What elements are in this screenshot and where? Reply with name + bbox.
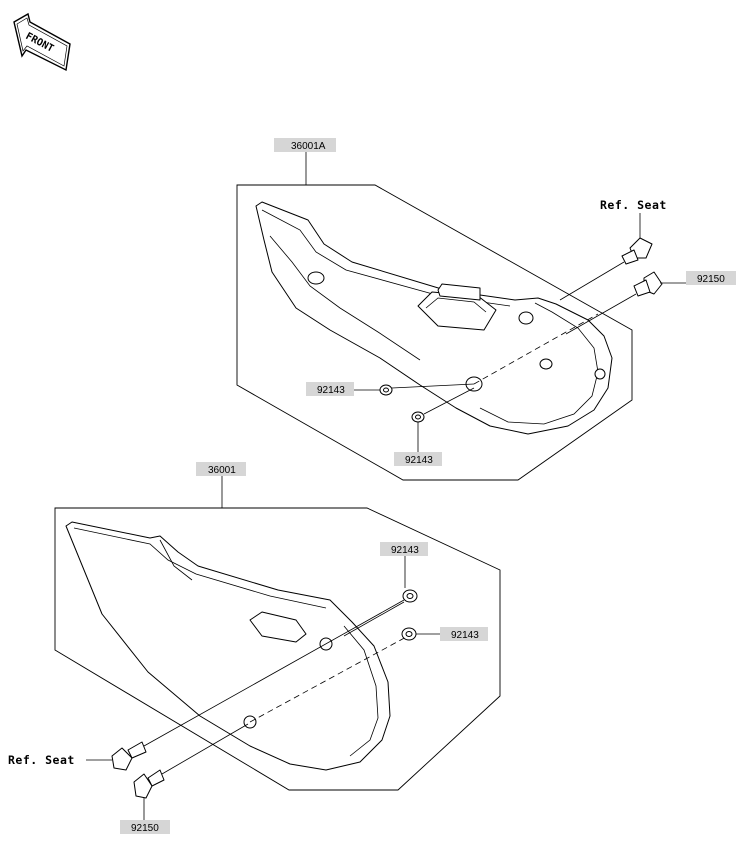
lower-ref-seat-bolt — [86, 599, 405, 771]
lower-ref-seat-label: Ref. Seat — [8, 753, 75, 767]
upper-assembly: 36001A Ref. Seat — [236, 138, 736, 481]
callout-36001A-text: 36001A — [291, 141, 326, 152]
lower-assembly-frame — [54, 507, 501, 791]
upper-assembly-frame — [236, 184, 633, 481]
callout-36001A: 36001A — [274, 138, 336, 185]
upper-ref-seat-bolt — [559, 237, 653, 301]
callout-92143-upper-left-text: 92143 — [317, 385, 345, 396]
callout-36001: 36001 — [196, 462, 246, 508]
side-cover-lower — [65, 521, 409, 771]
lower-washer-top-92143: 92143 — [343, 542, 428, 637]
upper-ref-seat-label: Ref. Seat — [600, 198, 667, 212]
side-cover-upper — [255, 201, 613, 435]
lower-bolt-92150: 92150 — [120, 723, 249, 834]
upper-bolt-92150: 92150 — [565, 271, 736, 335]
callout-92143-lower-top-text: 92143 — [391, 545, 419, 556]
lower-washer-right-92143: 92143 — [401, 627, 488, 641]
callout-92143-upper-bottom-text: 92143 — [405, 455, 433, 466]
upper-washer-left-92143: 92143 — [306, 382, 475, 396]
callout-36001-text: 36001 — [208, 465, 236, 476]
upper-washer-bottom-92143: 92143 — [394, 387, 475, 466]
front-arrow-icon: FRONT — [13, 12, 71, 72]
callout-92150-upper-text: 92150 — [697, 274, 725, 285]
callout-92143-lower-right-text: 92143 — [451, 630, 479, 641]
callout-92150-lower-text: 92150 — [131, 823, 159, 834]
lower-assembly: 36001 92143 92 — [8, 462, 501, 834]
